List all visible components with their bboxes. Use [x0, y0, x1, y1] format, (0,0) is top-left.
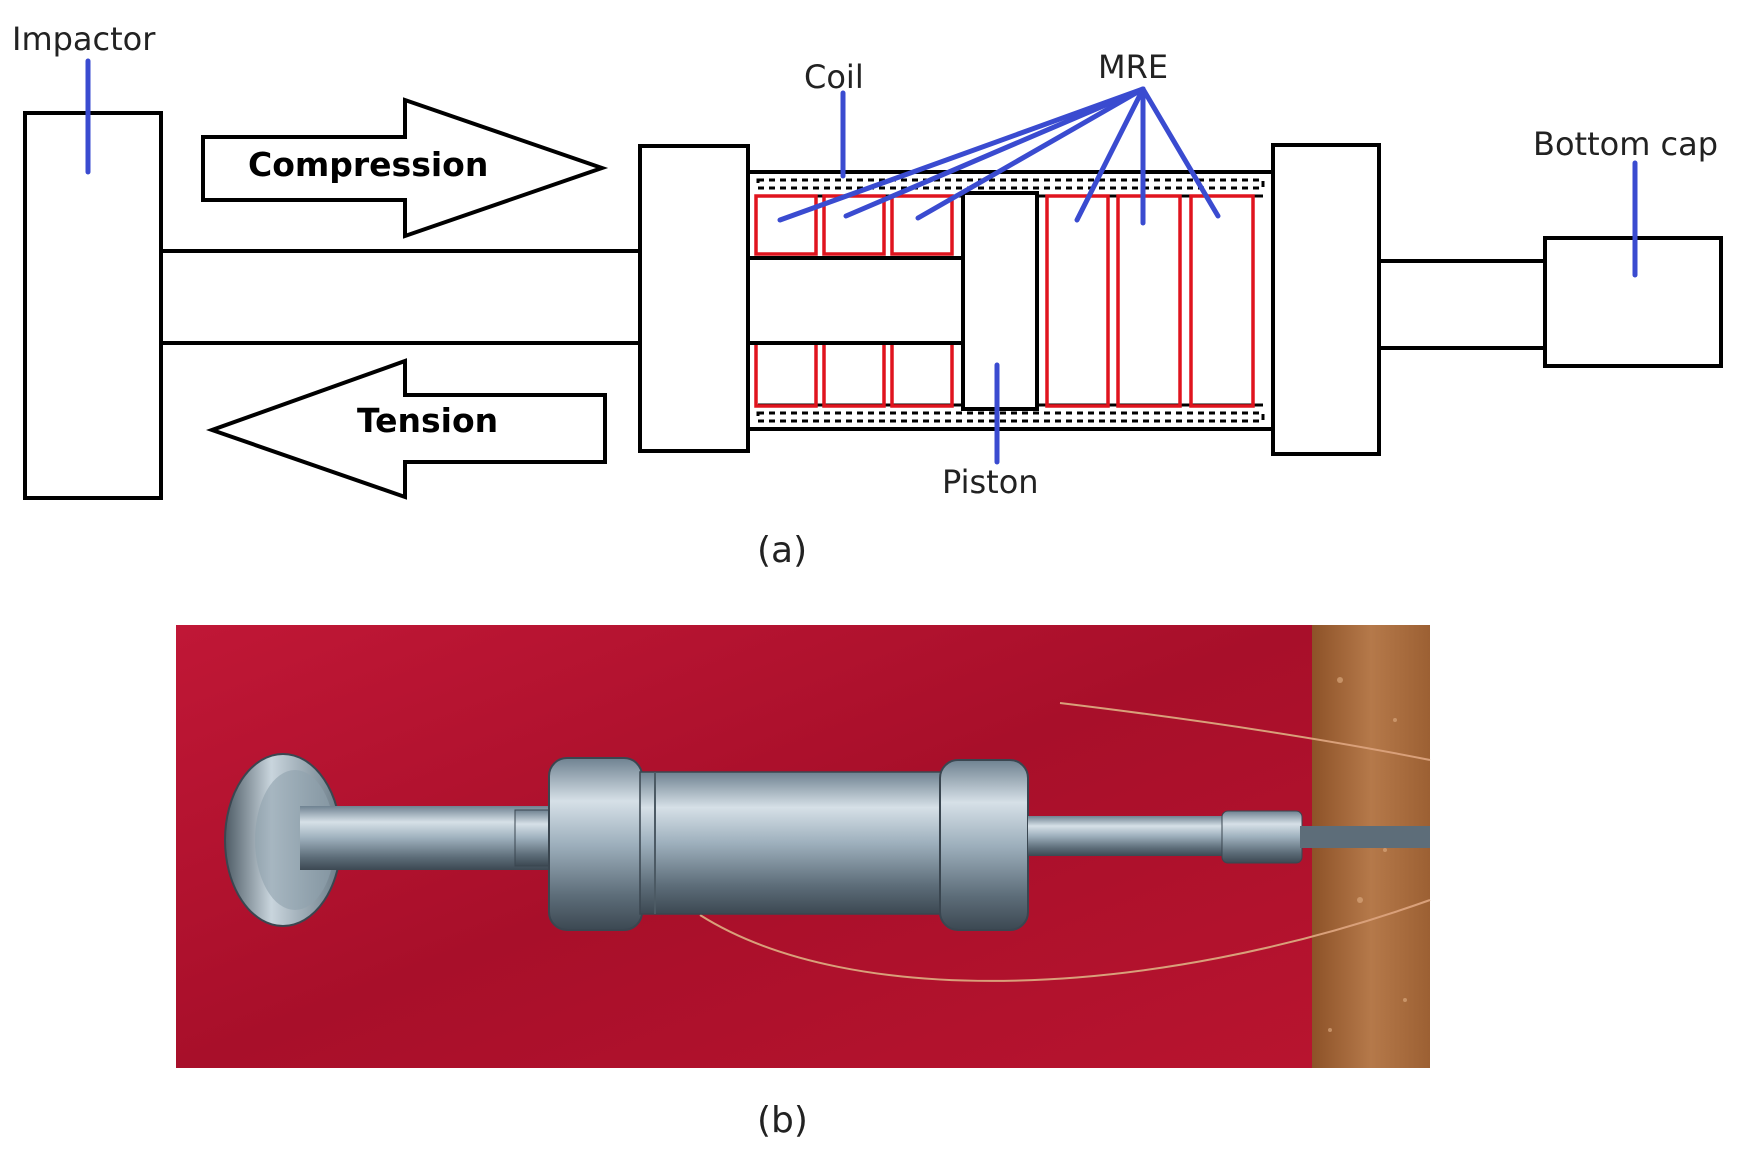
mre-element — [890, 194, 954, 256]
mre-element — [754, 194, 818, 256]
mre-label: MRE — [1098, 48, 1168, 86]
mre-element — [822, 194, 886, 256]
mre-element — [1116, 194, 1182, 408]
left-flange-photo — [548, 757, 643, 931]
piston-rod — [746, 256, 965, 345]
impactor-rod-photo — [300, 806, 550, 870]
mre-element — [1045, 194, 1110, 408]
bottom-cap-photo — [1300, 826, 1430, 848]
right-rod-photo — [1028, 816, 1228, 856]
compression-arrow — [201, 97, 609, 239]
wood-texture — [1328, 677, 1407, 1032]
tension-arrow — [205, 358, 607, 500]
right-flange-photo — [939, 759, 1029, 931]
impactor-label: Impactor — [12, 20, 156, 58]
bottom-cap-label: Bottom cap — [1533, 125, 1718, 163]
mre-element — [1189, 194, 1255, 408]
piston — [961, 191, 1039, 411]
coil-label: Coil — [804, 58, 864, 96]
impactor-block — [23, 111, 163, 500]
photo-b: (b) — [176, 625, 1431, 1141]
compression-label: Compression — [248, 145, 488, 184]
left-flange — [638, 144, 750, 453]
caption-a: (a) — [757, 530, 807, 571]
caption-b: (b) — [757, 1100, 808, 1141]
cylinder-body — [639, 771, 946, 915]
piston-label: Piston — [942, 463, 1039, 501]
schematic-a: Compression Tension — [12, 20, 1723, 571]
right-shaft — [1377, 259, 1547, 350]
coil-winding-top — [756, 178, 1265, 190]
tension-label: Tension — [357, 401, 498, 440]
right-flange — [1271, 143, 1381, 456]
wire — [1059, 702, 1431, 761]
mre-leaders — [777, 86, 1221, 226]
wire — [699, 899, 1431, 982]
coil-winding-bottom — [756, 411, 1265, 423]
impactor-rod — [159, 249, 643, 345]
